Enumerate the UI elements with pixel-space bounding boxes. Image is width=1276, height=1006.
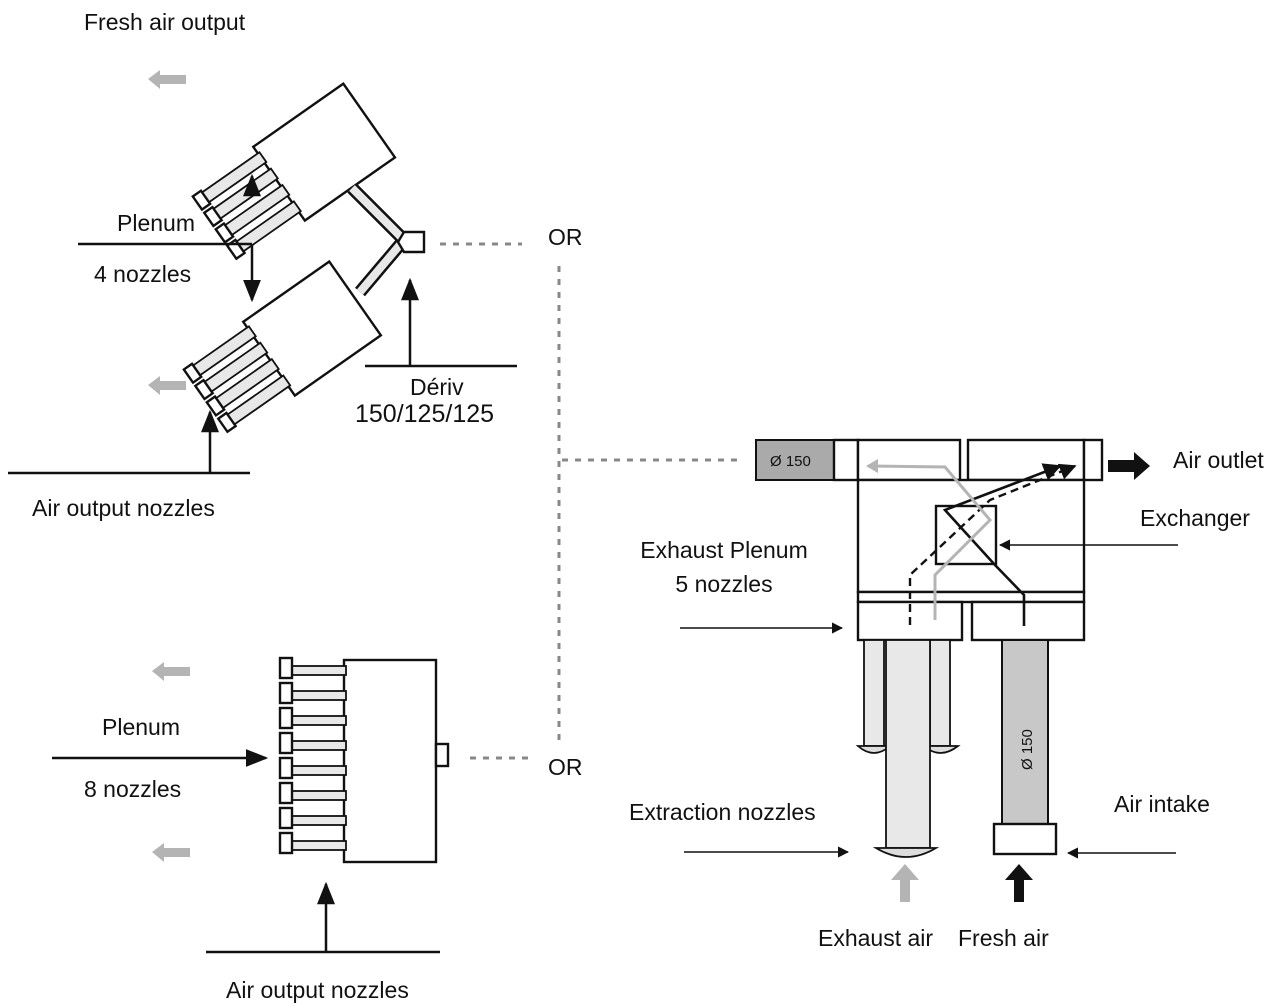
or-bottom-label: OR xyxy=(548,754,583,780)
gray-flow-arrow xyxy=(148,70,186,89)
plenum-bottom-label: Plenum xyxy=(102,714,180,740)
exhaust-air-inflow-arrow xyxy=(891,864,919,902)
air-output-nozzles-bottom-label: Air output nozzles xyxy=(226,977,409,1003)
diameter-150-pipe-label: Ø 150 xyxy=(1019,729,1036,770)
air-outlet-arrow xyxy=(1108,452,1150,480)
air-output-nozzles-top-label: Air output nozzles xyxy=(32,495,215,521)
gray-flow-arrow xyxy=(148,376,186,395)
exhaust-flow-path xyxy=(908,463,1077,625)
fresh-air-label: Fresh air xyxy=(958,925,1049,951)
fresh-flow-path xyxy=(942,463,1062,626)
air-intake-label: Air intake xyxy=(1114,791,1210,817)
fresh-air-output-label: Fresh air output xyxy=(84,9,246,35)
exchanger-label: Exchanger xyxy=(1140,505,1250,531)
deriv-label: Dériv xyxy=(410,374,464,400)
exchanger-unit: Ø 150 Ø 150 xyxy=(755,438,1104,858)
gray-flow-arrow xyxy=(152,662,190,681)
air-outlet-label: Air outlet xyxy=(1173,447,1264,473)
plenum-8-nozzles-unit xyxy=(278,656,450,864)
lower-plenum-nozzles xyxy=(182,325,292,434)
upper-plenum-nozzles xyxy=(191,150,303,261)
fresh-air-inflow-arrow xyxy=(1005,864,1033,902)
nozzles-5-label: 5 nozzles xyxy=(675,571,772,597)
nozzles-4-label: 4 nozzles xyxy=(94,261,191,287)
extraction-nozzles-label: Extraction nozzles xyxy=(629,799,816,825)
plenum-top-label: Plenum xyxy=(117,210,195,236)
fresh-air-pipe xyxy=(1001,639,1049,825)
gray-flow-arrow xyxy=(152,843,190,862)
exhaust-plenum-label: Exhaust Plenum xyxy=(640,537,807,563)
or-top-label: OR xyxy=(548,224,583,250)
upper-plenum-unit xyxy=(182,82,426,434)
deriv-sizes-label: 150/125/125 xyxy=(355,400,494,428)
exhaust-air-label: Exhaust air xyxy=(818,925,933,951)
return-flow-head xyxy=(866,459,878,473)
diameter-150-top-label: Ø 150 xyxy=(770,453,811,470)
plenum-8-nozzles xyxy=(278,656,347,855)
return-flow-path xyxy=(867,464,993,620)
derivation-pipe xyxy=(347,183,426,297)
nozzles-8-label: 8 nozzles xyxy=(84,776,181,802)
